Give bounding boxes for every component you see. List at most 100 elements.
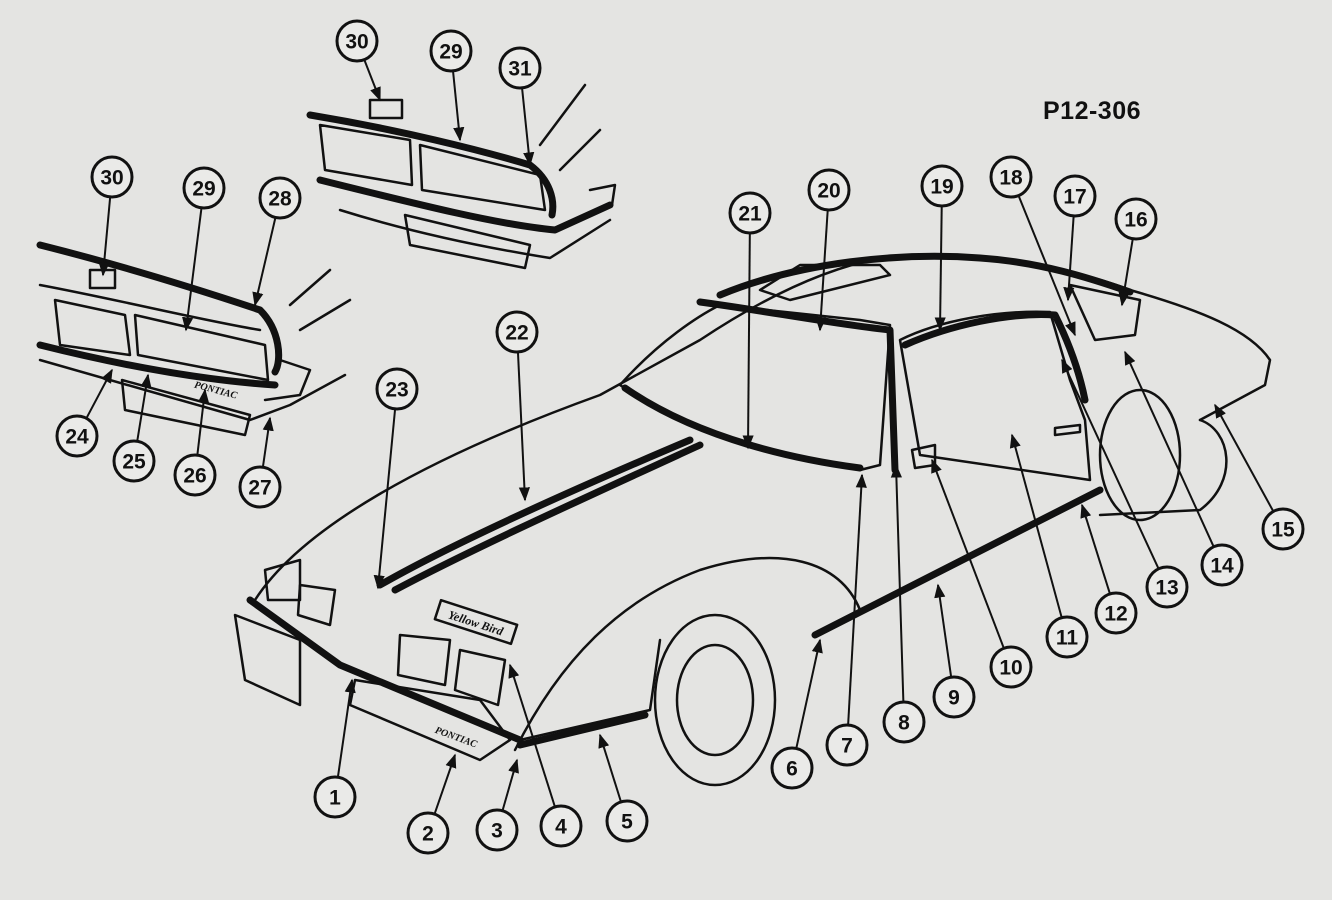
callout-number: 10 [999, 657, 1022, 680]
leader-line [890, 463, 905, 703]
callout-number: 23 [385, 379, 408, 402]
callout-circle [182, 166, 226, 210]
callout-number: 19 [930, 176, 953, 199]
callout-number: 4 [555, 816, 567, 839]
callout-29: 29 [429, 29, 473, 73]
leader-lines [85, 59, 1275, 815]
leader-line [1063, 215, 1075, 302]
callout-number: 7 [841, 735, 853, 758]
callout-28: 28 [258, 176, 302, 220]
figure-id: P12-306 [1043, 97, 1142, 125]
callout-24: 24 [55, 414, 99, 458]
car-main-view: Yellow Bird PONTIAC [233, 252, 1272, 787]
callout-number: 29 [192, 178, 215, 201]
callout-22: 22 [495, 310, 539, 354]
leader-line [1061, 358, 1160, 570]
callout-circle [770, 746, 814, 790]
leader-line [261, 416, 274, 468]
callout-19: 19 [920, 164, 964, 208]
callout-circle [498, 46, 542, 90]
callout-17: 17 [1053, 174, 1097, 218]
leader-line [433, 753, 457, 815]
callout-number: 27 [248, 477, 271, 500]
callout-5: 5 [605, 799, 649, 843]
callout-circle [989, 155, 1033, 199]
callout-circle [1114, 197, 1158, 241]
leader-line [508, 663, 556, 808]
callout-circle [90, 155, 134, 199]
callout-circle [238, 465, 282, 509]
callout-4: 4 [539, 804, 583, 848]
leader-line [847, 473, 867, 726]
callout-circle [825, 723, 869, 767]
callout-20: 20 [807, 168, 851, 212]
leader-line [501, 758, 519, 812]
callout-1: 1 [313, 775, 357, 819]
callout-13: 13 [1145, 565, 1189, 609]
callout-number: 13 [1155, 577, 1178, 600]
callout-10: 10 [989, 645, 1033, 689]
callout-circle [1200, 543, 1244, 587]
callout-number: 1 [329, 787, 341, 810]
callout-number: 15 [1271, 519, 1295, 542]
leader-line [85, 368, 113, 419]
leader-line [1118, 238, 1134, 307]
callout-25: 25 [112, 439, 156, 483]
leader-line [373, 408, 397, 590]
callout-30: 30 [335, 19, 379, 63]
leader-line [815, 209, 829, 332]
callout-circle [920, 164, 964, 208]
callout-circle [375, 367, 419, 411]
leader-line [1080, 503, 1111, 595]
callout-circle [313, 775, 357, 819]
leader-line [1009, 433, 1063, 618]
callout-number: 30 [100, 167, 123, 190]
callout-9: 9 [932, 675, 976, 719]
callout-circle [1094, 591, 1138, 635]
callout-circle [475, 808, 519, 852]
leader-line [136, 373, 152, 442]
callout-circle [932, 675, 976, 719]
callout-23: 23 [375, 367, 419, 411]
leader-line [934, 205, 946, 332]
callout-30: 30 [90, 155, 134, 199]
callout-11: 11 [1045, 615, 1089, 659]
callout-number: 30 [345, 31, 368, 54]
callout-number: 17 [1063, 186, 1086, 209]
leader-line [742, 232, 754, 450]
callout-circle [605, 799, 649, 843]
callout-circle [429, 29, 473, 73]
callout-number: 25 [122, 451, 146, 474]
callout-circle [495, 310, 539, 354]
leader-line [363, 59, 381, 102]
callout-number: 14 [1210, 555, 1234, 578]
callout-circle [1145, 565, 1189, 609]
leader-line [182, 207, 203, 332]
leader-line [934, 583, 953, 678]
leader-line [795, 638, 823, 749]
rear-inset-view-left: PONTIAC [36, 241, 352, 437]
callout-number: 11 [1056, 627, 1079, 650]
callout-number: 22 [505, 322, 528, 345]
callout-number: 5 [621, 811, 633, 834]
callout-18: 18 [989, 155, 1033, 199]
callout-12: 12 [1094, 591, 1138, 635]
leader-line [521, 87, 535, 167]
callout-circle [112, 439, 156, 483]
callout-number: 6 [786, 758, 798, 781]
leader-line [452, 70, 465, 142]
callout-number: 2 [422, 823, 434, 846]
leader-line [1124, 350, 1215, 548]
callout-number: 20 [817, 180, 840, 203]
callout-circle [258, 176, 302, 220]
callout-number: 31 [508, 58, 532, 81]
leader-line [98, 196, 112, 277]
callout-number: 21 [738, 203, 762, 226]
callout-number: 9 [948, 687, 960, 710]
leader-line [1214, 403, 1275, 512]
callout-circle [1045, 615, 1089, 659]
callout-circle [55, 414, 99, 458]
callout-number: 24 [65, 426, 89, 449]
